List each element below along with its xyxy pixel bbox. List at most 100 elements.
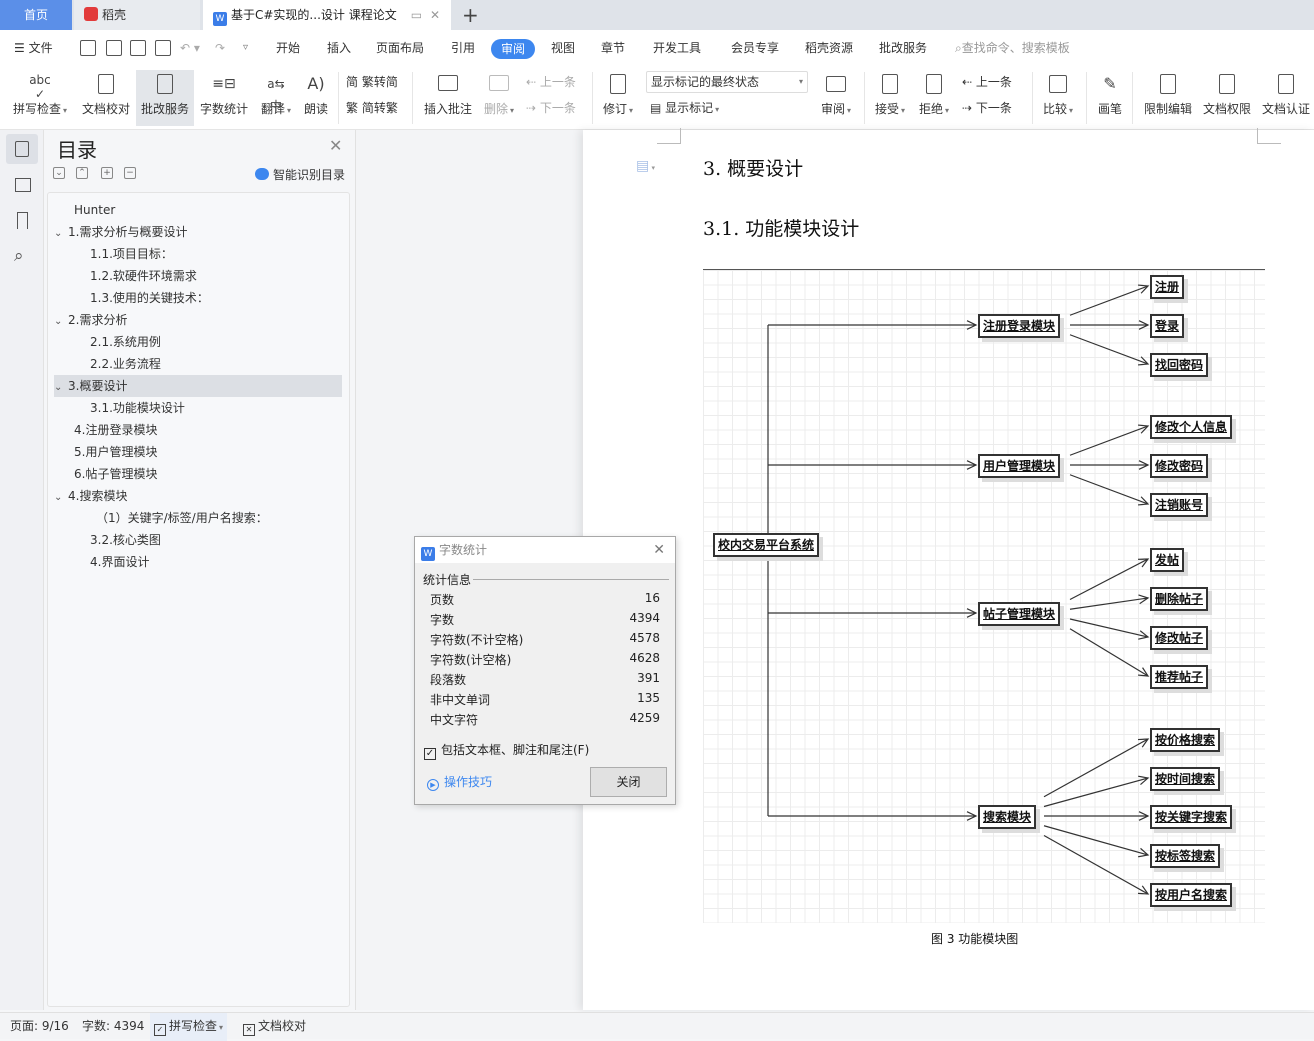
new-tab-button[interactable]: + [462, 3, 479, 27]
pen-button[interactable]: ✎ 画笔 [1092, 70, 1128, 126]
toc-item[interactable]: 1.3.使用的关键技术： [54, 287, 342, 309]
doc-cert-button[interactable]: 文档认证 [1258, 70, 1314, 126]
menu-tab-reference[interactable]: 引用 [451, 41, 476, 55]
close-icon[interactable]: ✕ [329, 136, 343, 155]
save-icon[interactable] [80, 40, 96, 56]
diagram-leaf-node: 修改个人信息 [1150, 415, 1233, 439]
toc-item-label: 2.1.系统用例 [90, 335, 161, 349]
doc-permission-button[interactable]: 文档权限 [1199, 70, 1255, 126]
reject-button[interactable]: 拒绝▾ [914, 70, 954, 126]
toc-item[interactable]: 4.注册登录模块 [54, 419, 342, 441]
pin-icon[interactable]: ▭ [410, 8, 423, 22]
paragraph-format-icon[interactable]: ▤ ▾ [636, 158, 655, 174]
menu-tab-view[interactable]: 视图 [551, 41, 576, 55]
review-pane-button[interactable]: 审阅▾ [816, 70, 856, 126]
arrowhead [1137, 496, 1150, 506]
toc-item[interactable]: 4.界面设计 [54, 551, 342, 573]
chevron-down-icon[interactable]: ⌄ [54, 492, 63, 503]
export-pdf-icon[interactable] [106, 40, 122, 56]
tab-home[interactable]: 首页 [0, 0, 72, 30]
bookmark-rail-button[interactable] [6, 206, 38, 236]
tab-doke[interactable]: 稻壳 [74, 0, 200, 30]
toc-item[interactable]: ⌄1.需求分析与概要设计 [54, 221, 342, 243]
review-service-button[interactable]: 批改服务 [136, 70, 194, 126]
toc-item[interactable]: 3.1.功能模块设计 [54, 397, 342, 419]
show-markup-button[interactable]: ▤ 显示标记▾ [650, 101, 720, 115]
menu-tab-layout[interactable]: 页面布局 [376, 41, 425, 55]
file-menu[interactable]: ☰ 文件 [14, 30, 53, 66]
insert-comment-button[interactable]: 插入批注 [420, 70, 476, 126]
toc-item[interactable]: Hunter [54, 199, 342, 221]
toc-item[interactable]: ⌄3.概要设计 [54, 375, 342, 397]
status-doc-proof[interactable]: ✕文档校对 [243, 1013, 306, 1040]
word-count-button[interactable]: ≡⊟ 字数统计 [198, 70, 250, 126]
spell-check-button[interactable]: abc✓ 拼写检查▾ [12, 73, 68, 116]
print-preview-icon[interactable] [155, 40, 171, 56]
toc-item[interactable]: 2.2.业务流程 [54, 353, 342, 375]
toc-item[interactable]: 6.帖子管理模块 [54, 463, 342, 485]
expand-all-icon[interactable]: ⌄ [53, 167, 65, 179]
menu-tab-start[interactable]: 开始 [276, 41, 301, 55]
status-spell-check[interactable]: ✓拼写检查▾ [150, 1013, 228, 1041]
search-rail-button[interactable]: ⌕ [6, 242, 38, 272]
menu-tab-review[interactable]: 审阅 [491, 39, 536, 59]
close-icon[interactable]: ✕ [653, 542, 665, 558]
quick-access-dropdown-icon[interactable]: ▿ [243, 42, 249, 53]
add-level-icon[interactable]: + [101, 167, 113, 179]
collapse-all-icon[interactable]: ⌃ [76, 167, 88, 179]
chevron-down-icon[interactable]: ⌄ [54, 382, 63, 393]
outline-rail-button[interactable] [6, 170, 38, 200]
menu-tab-member[interactable]: 会员专享 [731, 41, 780, 55]
doc-proof-button[interactable]: 文档校对 [78, 70, 134, 126]
page-indicator[interactable]: 页面: 9/16 [10, 1019, 69, 1033]
close-tab-icon[interactable]: ✕ [430, 8, 441, 22]
read-aloud-button[interactable]: A) 朗读 [300, 70, 332, 126]
remove-level-icon[interactable]: − [124, 167, 136, 179]
doc-proof-icon [93, 73, 119, 97]
next-comment-button[interactable]: ⇢ 下一条 [526, 97, 576, 119]
toc-item[interactable]: 5.用户管理模块 [54, 441, 342, 463]
menu-tab-doke-resources[interactable]: 稻壳资源 [805, 41, 854, 55]
translate-button[interactable]: a⇆中 翻译▾ [256, 70, 296, 126]
menu-tab-review-service[interactable]: 批改服务 [879, 41, 928, 55]
compare-button[interactable]: 比较▾ [1038, 70, 1078, 126]
toc-item[interactable]: ⌄2.需求分析 [54, 309, 342, 331]
smart-toc-button[interactable]: 智能识别目录 [255, 166, 345, 183]
simp-to-trad-button[interactable]: 繁 简转繁 [346, 97, 398, 119]
prev-change-button[interactable]: ⇠ 上一条 [962, 71, 1012, 93]
toc-item[interactable]: 1.1.项目目标： [54, 243, 342, 265]
next-change-button[interactable]: ⇢ 下一条 [962, 97, 1012, 119]
undo-icon[interactable]: ↶ ▾ [180, 41, 200, 55]
redo-icon[interactable]: ↷ [215, 41, 226, 55]
prev-comment-button[interactable]: ⇠ 上一条 [526, 71, 576, 93]
menu-tab-insert[interactable]: 插入 [327, 41, 352, 55]
markup-state-select[interactable]: 显示标记的最终状态▾ [646, 71, 808, 93]
track-changes-button[interactable]: 修订▾ [598, 70, 638, 126]
toc-item[interactable]: 2.1.系统用例 [54, 331, 342, 353]
close-button[interactable]: 关闭 [590, 767, 667, 797]
trad-to-simp-button[interactable]: 简 繁转简 [346, 71, 398, 93]
accept-button[interactable]: 接受▾ [870, 70, 910, 126]
restrict-edit-button[interactable]: 限制编辑 [1140, 70, 1196, 126]
menu-tab-chapter[interactable]: 章节 [601, 41, 626, 55]
shield-document-icon [1273, 73, 1299, 97]
chevron-down-icon[interactable]: ⌄ [54, 228, 63, 239]
include-textbox-checkbox[interactable]: ✓包括文本框、脚注和尾注(F) [424, 741, 589, 760]
figure-caption: 图 3 功能模块图 [931, 932, 1019, 946]
print-icon[interactable] [130, 40, 146, 56]
chevron-down-icon[interactable]: ⌄ [54, 316, 63, 327]
word-count-indicator[interactable]: 字数: 4394 [82, 1019, 145, 1033]
toc-rail-button[interactable] [6, 134, 38, 164]
delete-comment-button[interactable]: 删除▾ [480, 70, 518, 126]
tips-link[interactable]: ▶操作技巧 [427, 773, 492, 791]
toc-item[interactable]: 3.2.核心类图 [54, 529, 342, 551]
command-search[interactable]: ⌕查找命令、搜索模板 [955, 30, 1070, 66]
toc-item[interactable]: ⌄4.搜索模块 [54, 485, 342, 507]
menu-tab-devtools[interactable]: 开发工具 [653, 41, 702, 55]
toc-item[interactable]: 1.2.软硬件环境需求 [54, 265, 342, 287]
toc-item[interactable]: （1）关键字/标签/用户名搜索： [54, 507, 342, 529]
